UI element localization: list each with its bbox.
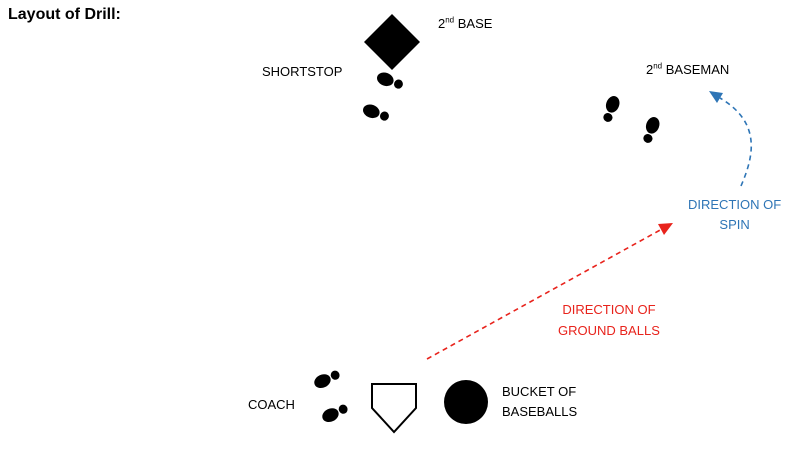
ground-label-line1: DIRECTION OF [562,302,656,317]
bucket-label: BUCKET OF BASEBALLS [502,382,577,422]
shortstop-label: SHORTSTOP [262,64,343,79]
home-plate-icon [371,383,417,434]
bucket-circle-icon [444,380,488,424]
spin-direction-label: DIRECTION OF SPIN [688,195,781,235]
ground-balls-direction-label: DIRECTION OF GROUND BALLS [558,299,660,341]
bucket-label-line2: BASEBALLS [502,404,578,419]
second-base-label: 2nd BASE [438,15,493,31]
second-base-diamond-icon [364,14,420,70]
ground-label-line2: GROUND BALLS [558,323,660,338]
coach-footprint-icon [312,367,350,425]
second-baseman-footprint-icon [600,94,662,145]
bucket-label-line1: BUCKET OF [502,384,577,399]
coach-label: COACH [248,397,295,412]
shortstop-footprint-icon [361,70,405,124]
diagram-title: Layout of Drill: [8,6,121,23]
ground-balls-arrow [426,223,673,360]
spin-direction-arrow [709,91,753,187]
second-baseman-label: 2nd BASEMAN [646,61,730,77]
spin-label-line1: DIRECTION OF [688,197,782,212]
spin-label-line2: SPIN [719,217,750,232]
